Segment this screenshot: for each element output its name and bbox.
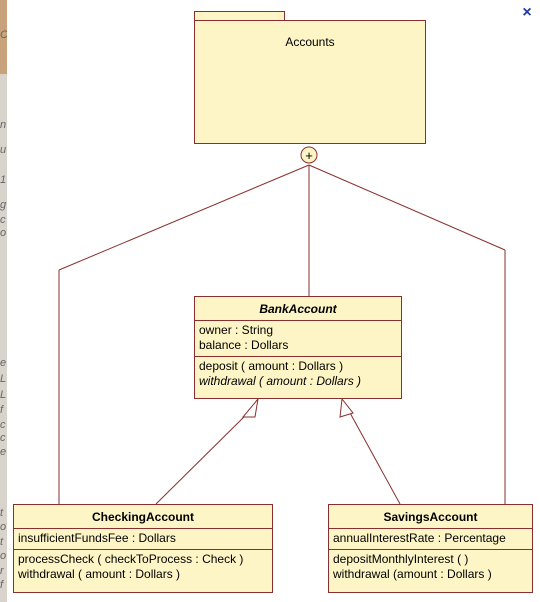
operations-section: depositMonthlyInterest ( ) withdrawal (a… xyxy=(329,549,532,585)
containment-line-checking xyxy=(58,164,310,271)
class-name: SavingsAccount xyxy=(329,505,532,529)
background-window-sliver: C n u 1 g c o e L L f c c e t o t o r f xyxy=(0,0,7,602)
operation: deposit ( amount : Dollars ) xyxy=(199,359,344,373)
background-window-titlebar xyxy=(0,0,7,74)
operations-section: processCheck ( checkToProcess : Check ) … xyxy=(14,549,272,585)
operation: processCheck ( checkToProcess : Check ) xyxy=(18,552,244,566)
background-fragment: o xyxy=(0,228,7,239)
package-name: Accounts xyxy=(285,35,335,49)
background-fragment: C xyxy=(0,30,7,41)
attribute: balance : Dollars xyxy=(199,338,289,352)
close-icon[interactable]: × xyxy=(522,4,532,21)
class-savings-account[interactable]: SavingsAccount annualInterestRate : Perc… xyxy=(328,504,533,593)
background-fragment: e xyxy=(0,447,7,458)
background-fragment: o xyxy=(0,522,7,533)
background-fragment: u xyxy=(0,145,7,156)
attribute: owner : String xyxy=(199,323,274,337)
background-fragment: e xyxy=(0,358,7,369)
class-checking-account[interactable]: CheckingAccount insufficientFundsFee : D… xyxy=(13,504,273,593)
containment-symbol-label: + xyxy=(305,148,313,163)
background-fragment: r xyxy=(0,566,4,577)
background-fragment: f xyxy=(0,405,4,416)
background-fragment: L xyxy=(0,374,7,385)
attribute: insufficientFundsFee : Dollars xyxy=(18,531,176,545)
attributes-section: insufficientFundsFee : Dollars xyxy=(14,529,272,549)
generalization-line-savings xyxy=(348,410,401,505)
background-fragment: L xyxy=(0,390,7,401)
background-fragment: c xyxy=(0,420,6,431)
background-fragment: f xyxy=(0,580,4,591)
containment-line-savings xyxy=(308,164,506,251)
class-bank-account[interactable]: BankAccount owner : String balance : Dol… xyxy=(194,296,402,399)
attributes-section: annualInterestRate : Percentage xyxy=(329,529,532,549)
class-name: CheckingAccount xyxy=(14,505,272,529)
attributes-section: owner : String balance : Dollars xyxy=(195,321,401,356)
operation: depositMonthlyInterest ( ) xyxy=(333,552,469,566)
package-accounts[interactable]: Accounts xyxy=(194,20,426,144)
background-fragment: c xyxy=(0,215,6,226)
operation-abstract: withdrawal ( amount : Dollars ) xyxy=(199,374,362,388)
background-fragment: t xyxy=(0,508,4,519)
generalization-line-checking xyxy=(155,410,251,505)
background-fragment: o xyxy=(0,551,7,562)
operation: withdrawal (amount : Dollars ) xyxy=(333,567,492,581)
operation: withdrawal ( amount : Dollars ) xyxy=(18,567,181,581)
operations-section: deposit ( amount : Dollars ) withdrawal … xyxy=(195,356,401,392)
generalization-arrowhead-savings xyxy=(339,397,354,418)
generalization-arrowhead-checking xyxy=(241,397,259,418)
background-fragment: n xyxy=(0,120,7,131)
attribute: annualInterestRate : Percentage xyxy=(333,531,506,545)
class-name: BankAccount xyxy=(195,297,401,321)
background-fragment: 1 xyxy=(0,175,7,186)
containment-symbol-icon xyxy=(300,146,318,164)
background-fragment: g xyxy=(0,200,7,211)
background-fragment: c xyxy=(0,433,6,444)
background-fragment: t xyxy=(0,537,4,548)
